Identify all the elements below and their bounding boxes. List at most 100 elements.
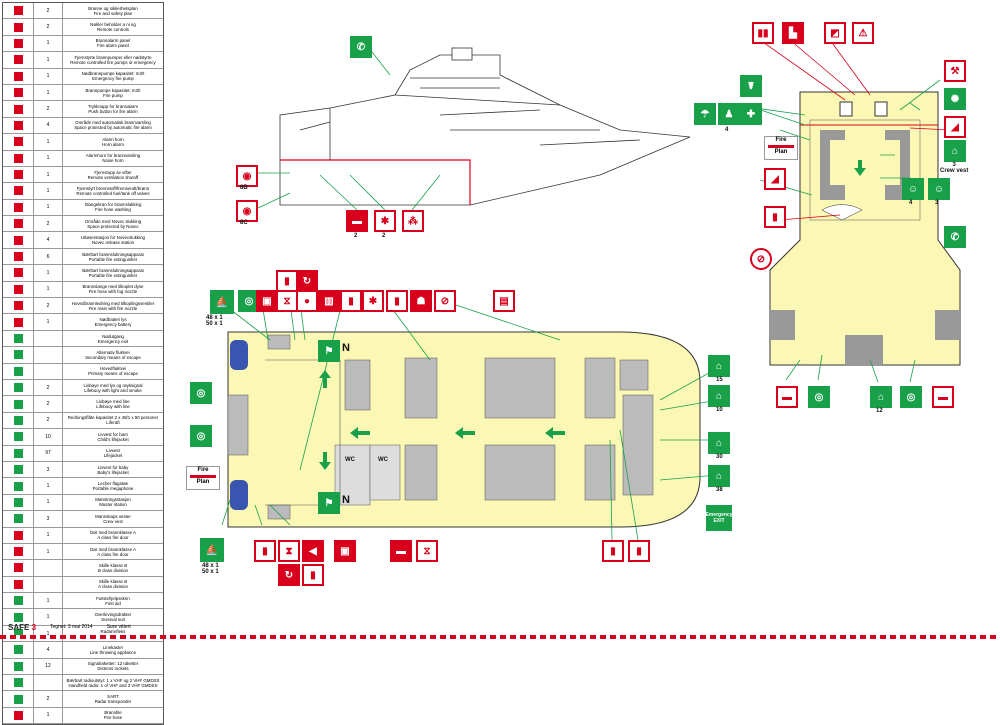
legend-text: Fire hose (103, 715, 123, 721)
lifebuoy-icon: ◎ (900, 386, 922, 408)
legend-symbol-icon (13, 219, 23, 229)
north-marker-bottom: N (342, 494, 350, 506)
lifebuoy-icon: ◎ (808, 386, 830, 408)
legend-symbol-icon (13, 268, 23, 278)
legend-text: Emergency fire pump (92, 76, 134, 82)
legend-symbol-icon (13, 596, 23, 606)
legend-symbol (3, 68, 34, 84)
legend-text: Emergency exit (97, 338, 129, 344)
legend-text: Mønstringsstasjon (95, 497, 131, 503)
legend-text: Remote controls (97, 27, 129, 33)
legend-symbol (3, 199, 34, 216)
alarm-count-8b: 8B (240, 185, 248, 191)
legend-symbol (3, 3, 34, 19)
extinguisher-icon: ▮ (302, 564, 324, 586)
legend-quantity: 1 (34, 52, 63, 68)
legend-symbol (3, 183, 34, 199)
legend-text: A class fire door (97, 551, 129, 557)
legend-symbol (3, 642, 34, 658)
legend-symbol (3, 379, 34, 396)
legend-symbol-icon (13, 497, 23, 507)
extinguisher-pair-icon: ▮▮ (752, 22, 774, 44)
legend-symbol-icon (13, 104, 23, 114)
legend-symbol (3, 675, 34, 691)
legend-symbol (3, 314, 34, 330)
legend-quantity: 4 (34, 117, 63, 134)
legend-quantity: 2 (34, 216, 63, 232)
legend-symbol (3, 101, 34, 117)
legend-quantity: 1 (34, 199, 63, 216)
legend-symbol-icon (13, 645, 23, 655)
legend-text: Distress rockets (97, 666, 129, 672)
legend-text: Fire main with fire nozzle (88, 305, 138, 311)
legend-text: Lecher flagstøe (97, 481, 129, 487)
legend-symbol (3, 429, 34, 445)
legend-text: Noise horn (102, 158, 124, 164)
legend-symbol-icon (13, 514, 23, 524)
legend-text: Trykknapp for brannalarm (87, 104, 139, 110)
fire-blanket-icon: ◢ (764, 168, 786, 190)
safety-plan-drawing (221, 39, 961, 541)
lifejacket-count-30: 30 (716, 454, 723, 460)
legend-quantity: 12 (34, 658, 63, 675)
bottom-border-strip (0, 635, 1000, 639)
lifejacket-icon: ⌂ (708, 355, 730, 377)
legend-text: Livbøye med lys og røyksignal (83, 382, 143, 388)
legend-symbol-icon (13, 710, 23, 720)
push-button-icon: ● (296, 290, 318, 312)
legend-text: Handheld radio: 1 of VHF and 3 VHF GMDSS (68, 682, 158, 688)
legend-symbol-icon (13, 530, 23, 540)
legend-description: Redningsflåte kapasitet 2 x 48/1 x 50 pe… (63, 413, 163, 428)
remote-valve-icon: ⧖ (416, 540, 438, 562)
legend-text: Alarmhorn for brannvarsling (85, 153, 141, 159)
safe-logo: SAFE 3 (8, 622, 37, 632)
legend-text: Portable megaphone (92, 486, 134, 492)
legend-text: Remote controlled fuel/tank off valves (76, 190, 150, 196)
legend-symbol-icon (13, 186, 23, 196)
lifejacket-icon: ⌂ (708, 465, 730, 487)
legend-symbol-icon (13, 399, 23, 409)
legend-symbol-icon (13, 629, 23, 639)
legend-text: Fire hose washing (95, 207, 131, 213)
legend-symbol (3, 658, 34, 675)
legend-symbol-icon (13, 694, 23, 704)
legend-text: Mannskaps vester (95, 513, 131, 519)
legend-quantity: 6 (34, 248, 63, 265)
legend-symbol-icon (13, 317, 23, 327)
legend-symbol-icon (13, 563, 23, 573)
legend-quantity: 1 (34, 593, 63, 609)
novec-count: 2 (382, 233, 386, 239)
hose-count: 2 (354, 233, 358, 239)
legend-text: Remote controlled fire pumps or emergenc… (70, 59, 156, 65)
legend-symbol (3, 691, 34, 707)
liferaft-icon: ⛵ (210, 290, 234, 314)
legend-text: Fjernstopp av vifter (94, 169, 132, 175)
legend-symbol (3, 19, 34, 35)
fire-hose-icon: ↻ (278, 564, 300, 586)
drawing-date: Tegnet: 3 mai 2014 (50, 624, 93, 630)
legend-quantity (34, 576, 63, 593)
legend-symbol-icon (13, 678, 23, 688)
legend-text: Space protected by Novec (87, 223, 139, 229)
legend-text: A class fire door (97, 535, 129, 541)
legend-symbol-icon (13, 284, 23, 294)
fire-alarm-panel-icon: ▤ (493, 290, 515, 312)
legend-quantity (34, 560, 63, 576)
legend-text: Livvest (106, 448, 120, 454)
legend-footer: SAFE 3 Tegnet: 3 mai 2014 Sure vittert (2, 618, 162, 636)
legend-text: Område med Novec slukking (84, 218, 142, 224)
